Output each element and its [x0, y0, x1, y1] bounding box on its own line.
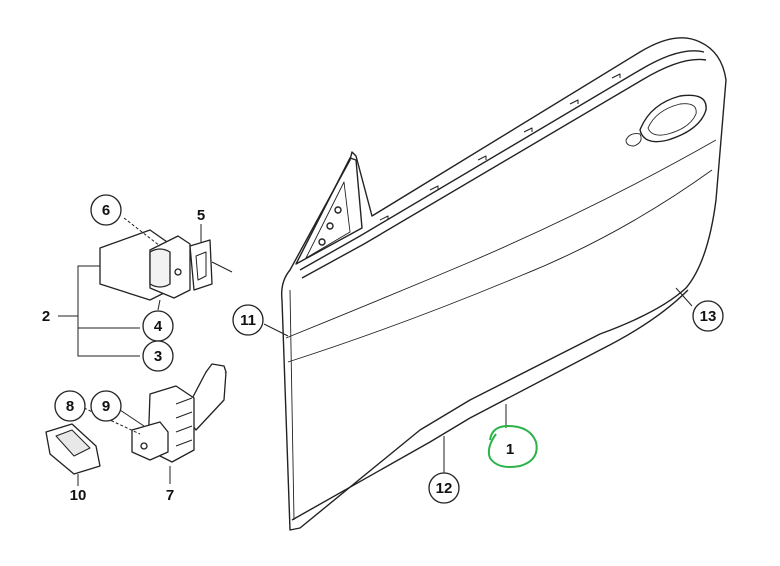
handle-recess [639, 94, 707, 143]
callout-circle-8 [54, 390, 86, 422]
door-check-assembly [131, 363, 227, 463]
callout-circle-9 [90, 390, 122, 422]
leader-4-up [157, 299, 161, 311]
hinge-hole [174, 268, 182, 276]
callout-label-3: 3 [154, 348, 162, 365]
callout-label-9: 9 [102, 398, 110, 415]
highlight-circle-1 [487, 424, 538, 468]
leader-lines [58, 217, 693, 486]
leader-2-top [58, 265, 100, 317]
lock-cylinder [625, 133, 642, 147]
cap-part [45, 423, 101, 475]
callout-label-1: 1 [506, 441, 514, 458]
callout-circle-13 [692, 300, 724, 332]
leader-13 [675, 287, 693, 307]
check-bracket [131, 421, 169, 461]
callout-circle-6 [90, 194, 122, 226]
door-front-edge [289, 289, 295, 521]
callout-label-6: 6 [102, 202, 110, 219]
leader-2-bottom [77, 316, 140, 357]
door-belt-line [299, 50, 705, 271]
hinge-axis-line [211, 261, 233, 273]
mirror-mount-frame [295, 157, 363, 265]
door-crease-lower [287, 169, 713, 363]
mirror-bolt-3 [318, 238, 326, 246]
mirror-bolt-1 [326, 222, 334, 230]
hinge-assembly [99, 229, 233, 301]
check-arm-end [205, 363, 227, 373]
door-crease-upper [285, 139, 717, 339]
door-outline [280, 37, 727, 531]
belt-clips [379, 73, 621, 221]
callout-label-11: 11 [240, 312, 256, 329]
check-housing-ribs [175, 397, 193, 447]
cap-inner [55, 429, 91, 457]
door-bottom-edge [291, 289, 689, 521]
door-belt-line-inner [301, 58, 707, 279]
callout-label-7: 7 [166, 487, 174, 504]
mirror-mount-inner [305, 181, 351, 259]
hinge-pin [149, 248, 171, 288]
callout-circles [54, 194, 724, 504]
callout-labels: 6 4 3 8 9 11 12 13 1 2 5 7 10 [42, 202, 717, 504]
check-bolt [140, 442, 148, 450]
callout-label-10: 10 [70, 487, 87, 504]
handle-recess-inner [647, 103, 697, 136]
callout-label-13: 13 [700, 308, 717, 325]
hinge-shim-slot [195, 251, 207, 281]
leader-6 [123, 217, 161, 247]
callout-label-2: 2 [42, 308, 50, 325]
door-shell [280, 37, 727, 531]
mirror-bolt-2 [334, 206, 342, 214]
callout-circle-11 [232, 304, 264, 336]
callout-label-5: 5 [197, 207, 205, 224]
callout-label-4: 4 [154, 318, 163, 335]
leader-9 [119, 409, 145, 427]
callout-circle-12 [428, 472, 460, 504]
callout-label-8: 8 [66, 398, 74, 415]
callout-label-12: 12 [436, 480, 453, 497]
callout-circle-3 [142, 340, 174, 372]
leader-11 [263, 323, 289, 337]
